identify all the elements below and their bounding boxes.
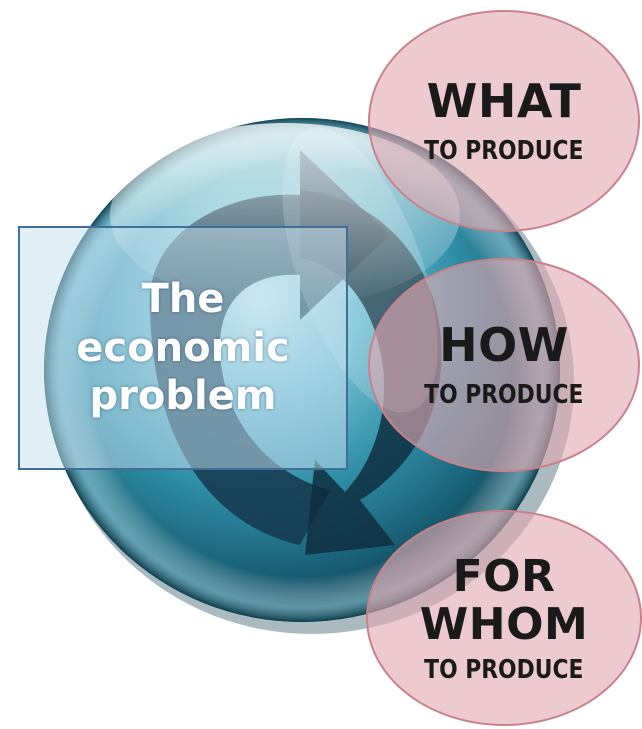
question-for-whom-sub: TO PRODUCE [424,654,584,685]
question-how-sub: TO PRODUCE [424,380,584,410]
question-what-sub: TO PRODUCE [424,136,584,166]
center-line: The [141,275,225,322]
center-line: problem [89,373,277,420]
question-main-line: HOW [439,318,569,372]
center-line: economic [76,324,290,371]
question-how-label: HOW [439,322,569,368]
question-for-whom-label: FOR WHOM [420,553,589,648]
economic-problem-title: The economic problem [76,275,289,421]
question-main-line: FOR [452,551,556,603]
question-how-circle: HOW TO PRODUCE [368,258,640,472]
question-main-line: WHOM [419,599,589,650]
question-main-line: WHAT [426,74,582,128]
question-what-label: WHAT [427,78,582,124]
question-what-circle: WHAT TO PRODUCE [368,10,640,232]
question-for-whom-circle: FOR WHOM TO PRODUCE [366,510,642,726]
economic-problem-box: The economic problem [18,226,348,470]
